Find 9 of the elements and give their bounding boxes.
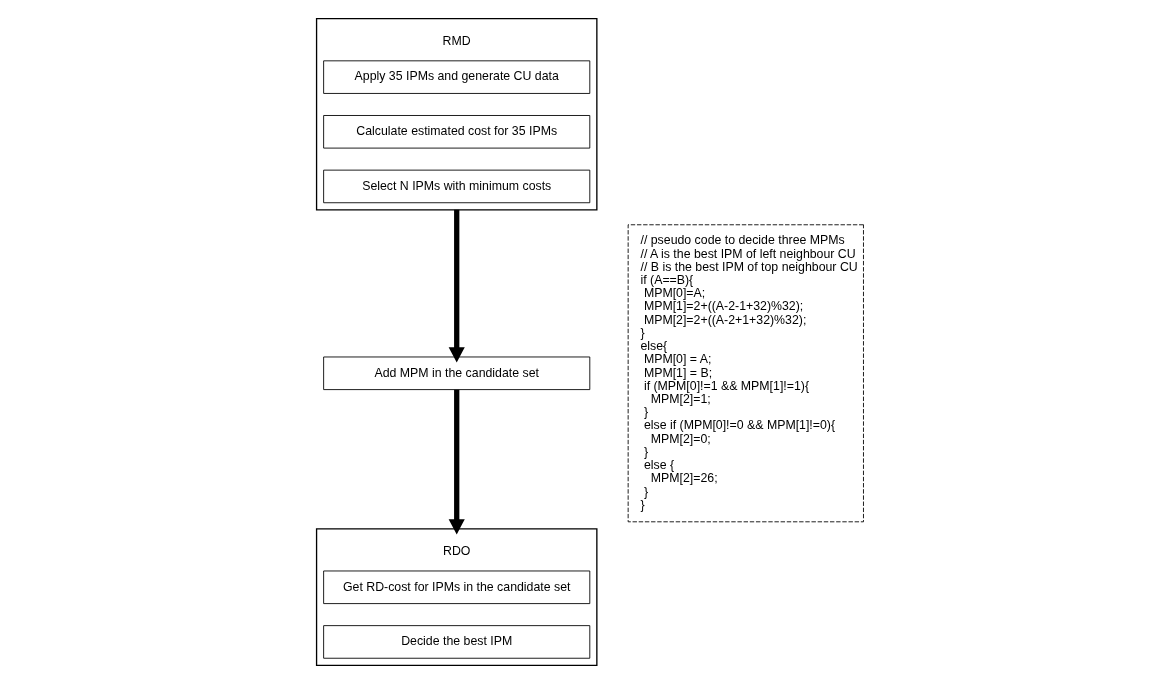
node-box: Add MPM in the candidate set <box>322 356 590 391</box>
node-box: // pseudo code to decide three MPMs // A is the best IPM of left neighbour CU // B is the best IPM of top neighbour CU if (A==B){ MPM[0]=A; MPM[1]=2+((A-2-1+32)%32); MPM[2]=2+((A-2+1+32)%32); } else{ MPM[0] = A; MPM[1] = B; if (MPM[0]!=1 && MPM[1]!=1){ MPM[2]=1; } else if (MPM[0]!=0 && MPM[1]!=0){ MPM[2]=0; } else { MPM[2]=26; } } <box>627 224 864 523</box>
node-box: Calculate estimated cost for 35 IPMs <box>322 115 590 149</box>
arrow <box>448 389 465 535</box>
node-box: Decide the best IPM <box>322 625 590 659</box>
node-box: Get RD-cost for IPMs in the candidate set <box>322 570 590 605</box>
arrow <box>448 209 465 363</box>
node-box: Apply 35 IPMs and generate CU data <box>322 60 590 94</box>
node-box: Select N IPMs with minimum costs <box>322 169 590 204</box>
